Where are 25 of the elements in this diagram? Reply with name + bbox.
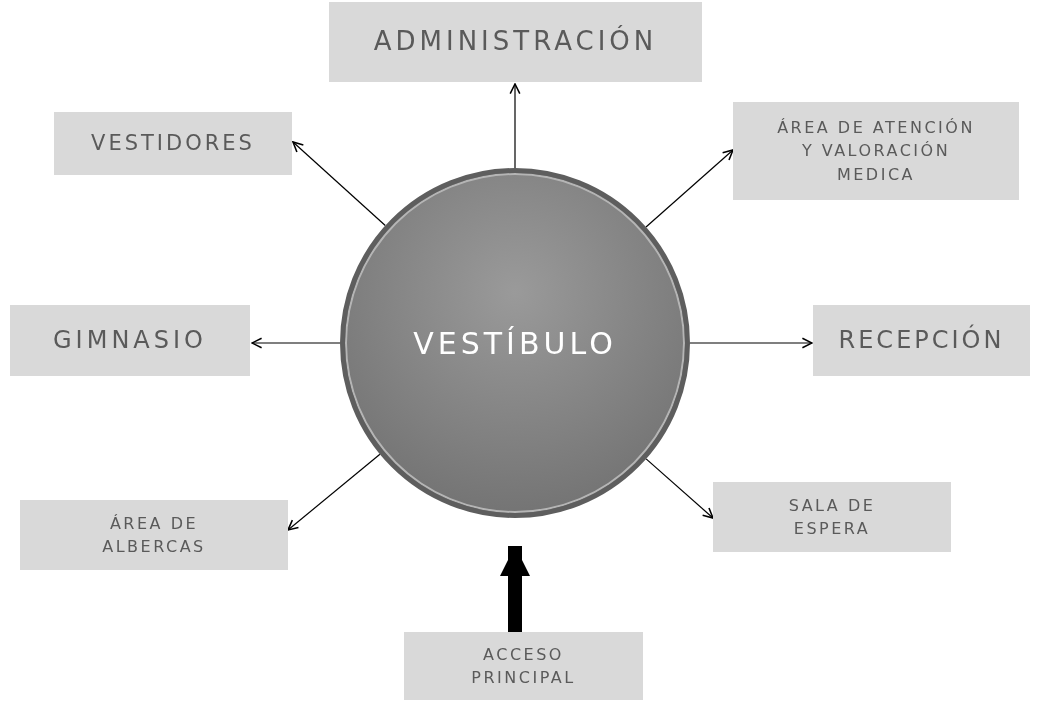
arrow	[251, 337, 341, 349]
arrow	[689, 337, 813, 349]
area-box	[54, 112, 292, 175]
node-label: VESTÍBULO	[413, 325, 617, 361]
node-label: ÁREA DE ATENCIÓN Y VALORACIÓN MEDICA	[776, 117, 976, 186]
arrow	[287, 453, 381, 531]
area-box	[10, 305, 250, 376]
node-label: VESTIDORES	[91, 130, 255, 158]
area-box	[813, 305, 1030, 376]
node-label: GIMNASIO	[53, 325, 207, 357]
node-label: ACCESO PRINCIPAL	[470, 643, 577, 689]
node-label: RECEPCIÓN	[838, 323, 1005, 357]
arrow	[645, 149, 734, 228]
arrow	[509, 83, 521, 169]
arrow	[292, 141, 386, 227]
area-box	[713, 482, 951, 552]
node-label: SALA DE ESPERA	[787, 494, 877, 540]
node-label: ÁREA DE ALBERCAS	[101, 512, 207, 558]
thick-arrow	[500, 546, 530, 632]
area-box	[404, 632, 643, 700]
arrow	[645, 458, 714, 519]
node-label: ADMINISTRACIÓN	[373, 24, 658, 59]
area-box	[733, 102, 1019, 200]
area-box	[329, 2, 702, 82]
area-box	[20, 500, 288, 570]
